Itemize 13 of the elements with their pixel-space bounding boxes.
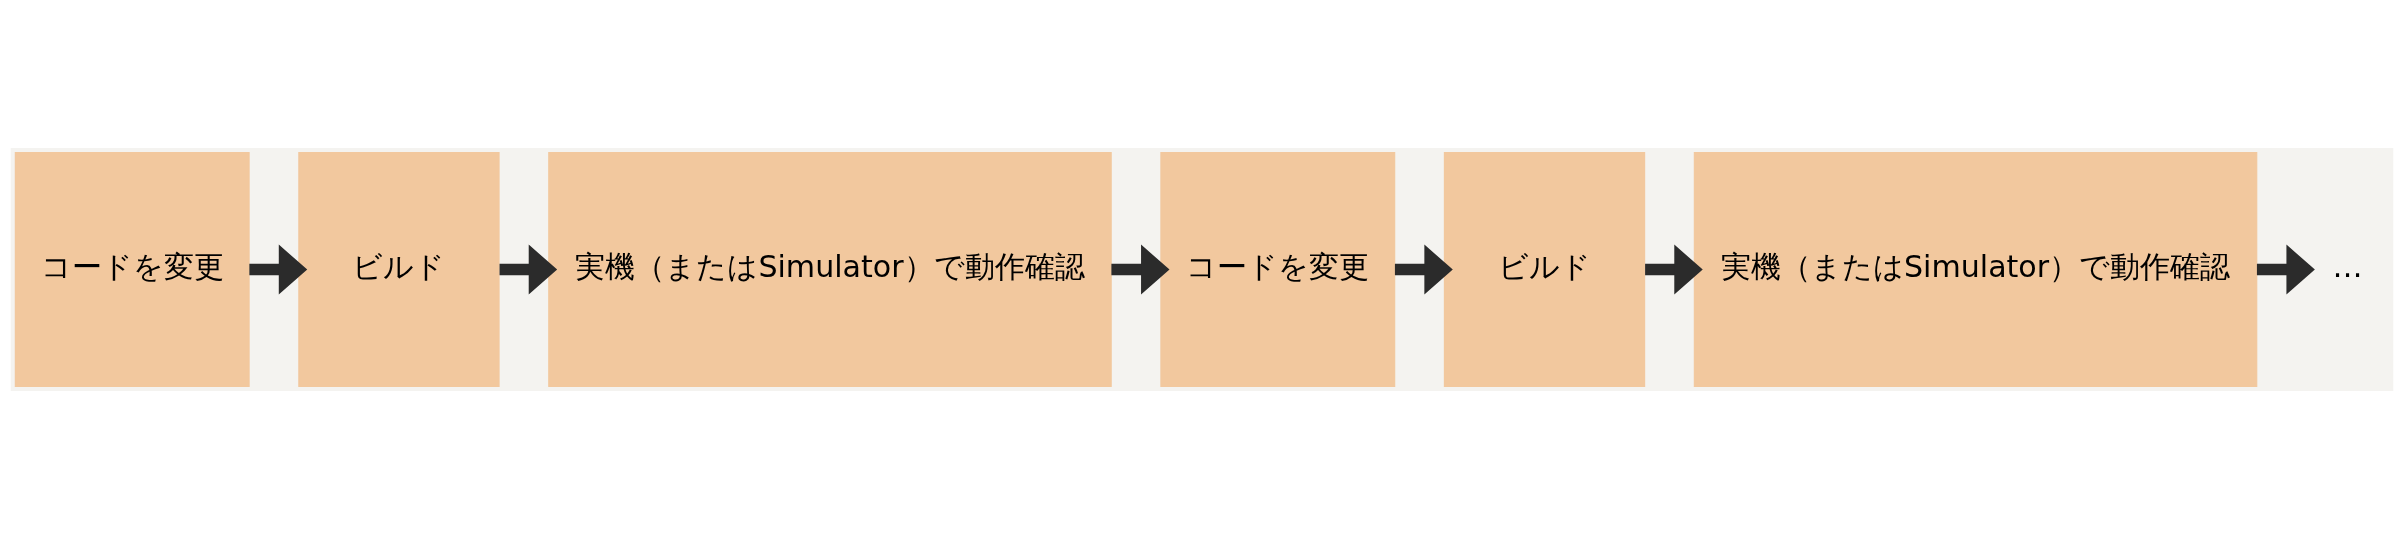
arrow	[2256, 244, 2315, 294]
arrow	[499, 244, 558, 294]
node-box: ビルド	[1443, 151, 1646, 387]
arrow	[1394, 244, 1453, 294]
node-box: 実機（またはSimulator）で動作確認	[548, 151, 1112, 387]
arrow	[249, 244, 308, 294]
arrow	[1111, 244, 1170, 294]
arrow	[1645, 244, 1703, 294]
node-box: 実機（またはSimulator）で動作確認	[1693, 151, 2258, 387]
node-box: ビルド	[298, 151, 500, 387]
node-box: コードを変更	[14, 151, 250, 387]
node-text: …	[2332, 248, 2363, 284]
node-box: コードを変更	[1160, 151, 1396, 387]
